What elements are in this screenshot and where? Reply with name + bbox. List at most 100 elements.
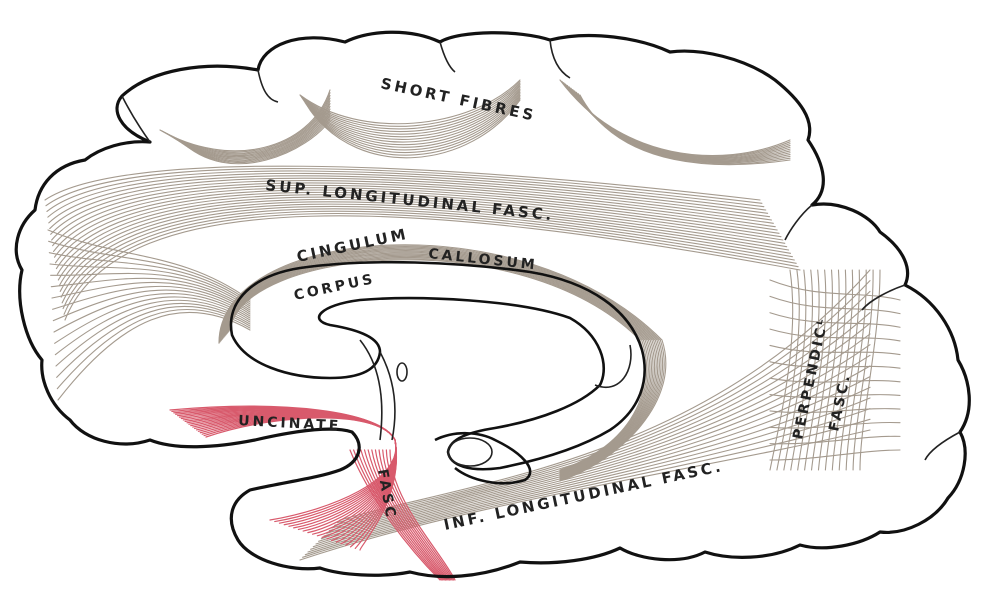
frontal-fibre: [47, 229, 251, 301]
short-fibre: [161, 92, 331, 153]
sup-longitudinal-fibre: [59, 203, 792, 292]
perpendicular-fibre: [769, 421, 901, 429]
fornix-line: [379, 351, 396, 441]
perpendicular-fibre: [769, 328, 901, 342]
sup-longitudinal-fibre: [50, 179, 772, 235]
sup-longitudinal-fibre: [63, 213, 799, 315]
cingulum-fibre: [229, 259, 646, 471]
frontal-fibre: [56, 308, 251, 390]
perpendicular-fibre: [769, 435, 901, 445]
inf-longitudinal-fibre: [334, 290, 871, 526]
sup-longitudinal-fibre: [44, 165, 761, 201]
short-fibre: [306, 93, 521, 148]
inf-longitudinal-fibre: [310, 386, 871, 550]
perpendicular-fibre: [769, 393, 901, 398]
perpendicular-fibre: [769, 361, 901, 369]
perpendicular-fibre: [769, 377, 901, 383]
cingulum-fibre: [218, 244, 667, 482]
anterior-commissure: [396, 362, 408, 382]
frontal-fibre: [56, 305, 251, 378]
frontal-fibre: [48, 240, 251, 303]
short-fibre: [307, 96, 521, 154]
uncinate-fibre: [385, 449, 455, 581]
short-fibre: [305, 91, 521, 146]
fornix-line: [359, 339, 383, 441]
sup-longitudinal-fibre: [58, 201, 790, 287]
uncinate-fibre: [371, 449, 449, 581]
sup-longitudinal-fibre: [57, 198, 788, 281]
sulcus-line: [257, 69, 279, 103]
cingulum-fibre: [219, 245, 665, 481]
perpendicular-fibre: [769, 279, 901, 301]
temporal-lobe-outline: [434, 431, 532, 485]
label-callosum: CALLOSUM: [428, 246, 539, 273]
sulcus-line: [121, 95, 151, 143]
sup-longitudinal-fibre: [46, 170, 765, 212]
sup-longitudinal-fibre: [51, 182, 774, 241]
sup-longitudinal-fibre: [47, 172, 767, 218]
perpendicular-fibre: [769, 449, 901, 461]
label-uncinate: UNCINATE: [238, 413, 342, 434]
cingulum-fibre: [228, 258, 648, 472]
short-fibre: [170, 105, 331, 159]
fornix-line: [594, 344, 632, 388]
perpendicular-fibre: [769, 344, 901, 356]
sup-longitudinal-fibre: [45, 168, 763, 207]
perpendicular-fibre: [769, 269, 794, 471]
uncinate-fibre: [389, 449, 456, 581]
short-fibre: [307, 94, 521, 151]
uncinate-fibre: [382, 449, 453, 581]
uncinate-fibre: [378, 449, 452, 581]
sulcus-line: [439, 41, 456, 73]
frontal-fibre: [57, 311, 251, 401]
sup-longitudinal-fibre: [64, 215, 801, 321]
corpus-callosum-outline: [229, 260, 646, 471]
cingulum-fibre: [221, 248, 660, 479]
frontal-fibre: [53, 293, 251, 333]
uncinate-fibre: [363, 449, 447, 581]
sup-longitudinal-fibre: [48, 175, 769, 224]
thalamus-body: [447, 437, 493, 467]
inf-longitudinal-fibre: [307, 397, 871, 553]
frontal-fibre: [54, 299, 251, 356]
sulcus-line: [924, 431, 961, 461]
sulcus-line: [784, 204, 813, 241]
cingulum-fibre: [225, 253, 654, 475]
inf-longitudinal-fibre: [299, 429, 871, 561]
association-fibres: [44, 79, 901, 561]
uncinate-fibre: [360, 449, 445, 581]
perpendicular-fibre: [769, 312, 901, 328]
short-fibre: [570, 87, 791, 161]
perpendicular-fibre: [831, 269, 854, 471]
short-fibre: [579, 94, 791, 166]
perpendicular-fibre: [797, 269, 820, 471]
short-fibre: [168, 103, 331, 158]
perpendicular-fibre: [804, 269, 827, 471]
cingulum-fibre: [220, 246, 664, 480]
frontal-fibre: [55, 302, 251, 367]
sulcus-line: [861, 284, 906, 311]
perpendicular-fibre: [824, 269, 847, 471]
inf-longitudinal-fibre: [312, 376, 871, 548]
frontal-fibre: [50, 277, 251, 311]
frontal-fibre: [51, 281, 251, 313]
inf-longitudinal-fibre: [323, 333, 871, 537]
sup-longitudinal-fibre: [53, 189, 780, 258]
sup-longitudinal-fibre: [54, 191, 782, 264]
short-fibre: [309, 99, 521, 159]
frontal-fibre: [48, 252, 251, 305]
cingulum-fibre: [222, 250, 659, 478]
cingulum-fibre: [226, 255, 651, 474]
brain-outline: [14, 30, 971, 579]
sup-longitudinal-fibre: [52, 184, 776, 247]
cingulum-fibre: [220, 247, 662, 480]
short-fibre: [172, 108, 331, 160]
sup-longitudinal-fibre: [55, 194, 784, 270]
cingulum-fibre: [227, 257, 649, 473]
cingulum-fibre: [223, 251, 657, 477]
short-fibre: [559, 79, 791, 157]
perpendicular-fibre: [810, 269, 833, 471]
short-fibre: [173, 111, 331, 161]
uncinate-fibre: [374, 449, 451, 581]
